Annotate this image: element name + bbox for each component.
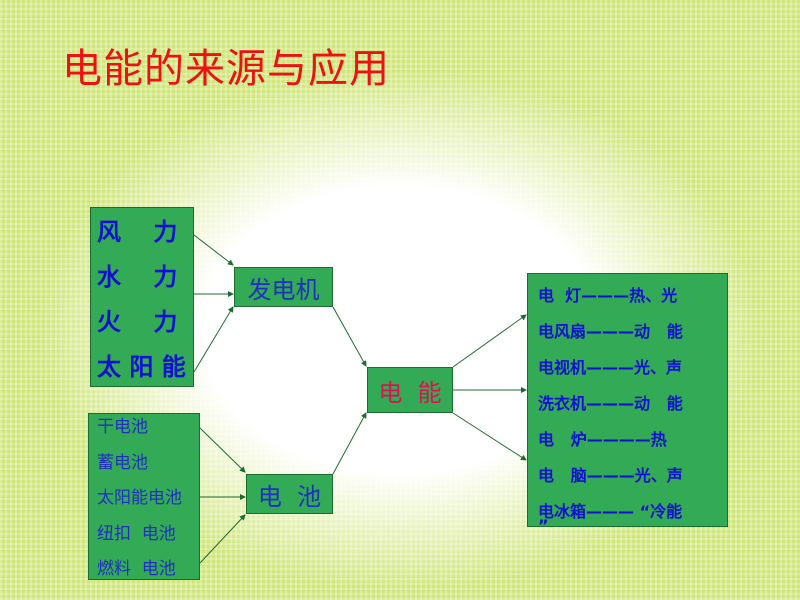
battery-item: 燃料 电池 <box>97 559 176 579</box>
use-item: ” <box>538 516 549 535</box>
arrow <box>452 412 527 461</box>
use-item: 电 灯———热、光 <box>538 286 678 305</box>
source-item: 水 力 <box>97 263 178 291</box>
arrow <box>193 234 234 266</box>
use-item: 电风扇———动 能 <box>538 322 683 341</box>
use-item: 电 脑———光、声 <box>538 466 683 485</box>
page-title: 电能的来源与应用 <box>62 46 390 92</box>
battery-types-box: 干电池 蓄电池 太阳能电池 纽扣 电池 燃料 电池 <box>88 413 200 580</box>
arrow <box>332 306 367 367</box>
arrow <box>199 427 246 473</box>
battery-item: 干电池 <box>97 417 148 437</box>
battery-item: 蓄电池 <box>97 452 148 473</box>
arrow <box>193 306 234 373</box>
use-item: 电 炉————热 <box>538 430 667 449</box>
battery-box: 电 池 <box>246 474 333 514</box>
arrow <box>199 514 246 564</box>
arrow <box>452 314 527 368</box>
generator-sources-box: 风 力 水 力 火 力 太 阳 能 <box>90 207 194 387</box>
electricity-box: 电 能 <box>367 367 453 413</box>
uses-box: 电 灯———热、光 电风扇———动 能 电视机———光、声 洗衣机———动 能 … <box>527 273 728 535</box>
arrow <box>332 412 367 475</box>
use-item: 电冰箱——— “冷能 <box>538 502 683 521</box>
source-item: 风 力 <box>97 218 178 246</box>
source-item: 太 阳 能 <box>97 353 186 381</box>
use-item: 电视机———光、声 <box>538 358 683 377</box>
source-item: 火 力 <box>97 308 178 336</box>
battery-item: 纽扣 电池 <box>97 523 176 544</box>
generator-box: 发电机 <box>234 267 333 307</box>
use-item: 洗衣机———动 能 <box>538 394 683 413</box>
battery-item: 太阳能电池 <box>97 488 182 508</box>
